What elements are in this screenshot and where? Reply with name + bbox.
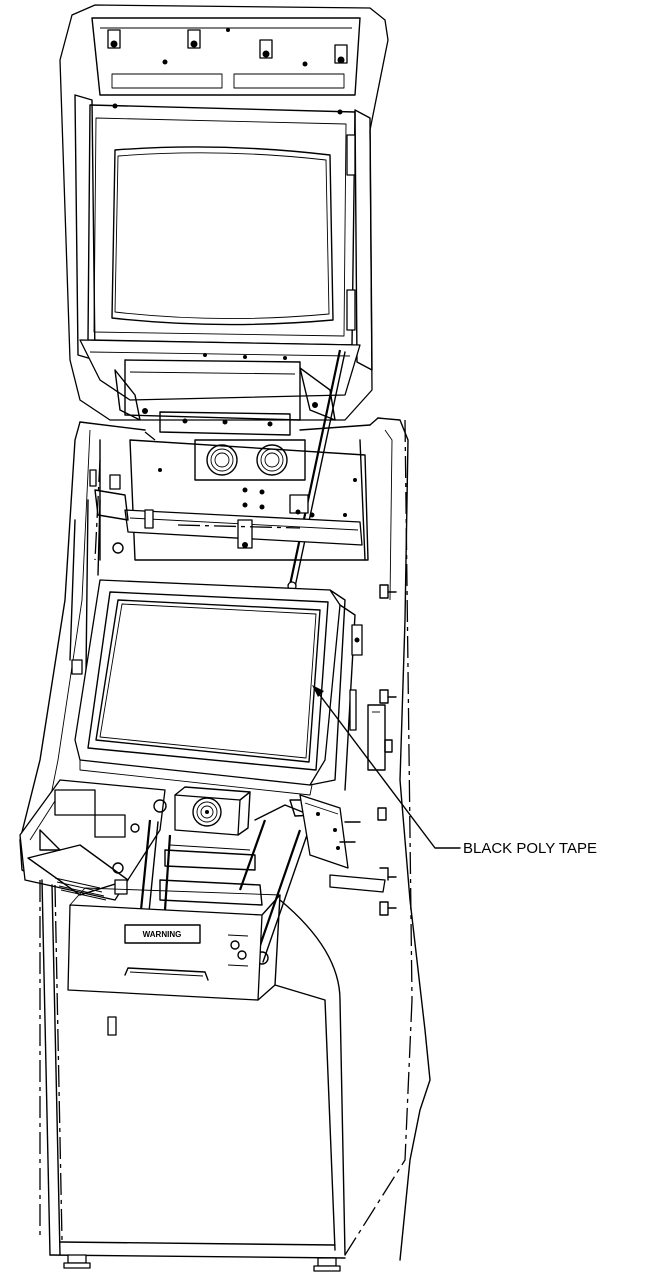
main-monitor-screen xyxy=(95,599,321,763)
cooling-fans xyxy=(194,439,306,481)
center-fan-box xyxy=(174,786,251,836)
leveling-foot-right xyxy=(313,1257,341,1272)
right-bracket xyxy=(299,794,397,893)
hidden-lines xyxy=(39,419,413,1256)
left-side-panel xyxy=(19,421,81,881)
marquee-top-panel xyxy=(91,17,361,96)
upper-monitor-screen xyxy=(111,146,334,326)
cabinet-base xyxy=(41,879,346,1272)
door-handle xyxy=(124,967,209,981)
callout-arrowhead xyxy=(312,685,324,697)
marquee-slot-right xyxy=(233,73,345,89)
front-door-panel xyxy=(67,904,263,1001)
main-monitor-bezel xyxy=(74,579,341,786)
main-monitor xyxy=(74,579,363,796)
lower-deck xyxy=(19,779,397,965)
loose-hardware xyxy=(367,584,397,916)
right-side-panel xyxy=(377,417,431,1261)
upper-monitor-assembly xyxy=(59,4,389,436)
upper-monitor-bracket xyxy=(79,339,361,401)
front-door: WARNING xyxy=(67,887,281,1036)
callout-label: BLACK POLY TAPE xyxy=(463,840,597,857)
callout-black-poly-tape: BLACK POLY TAPE xyxy=(312,685,597,857)
warning-placard-label: WARNING xyxy=(143,930,182,939)
leveling-foot-left xyxy=(63,1254,91,1269)
marquee-slot-left xyxy=(111,73,223,89)
gas-strut xyxy=(287,349,346,591)
callout-leader-line xyxy=(315,689,461,849)
warning-placard xyxy=(124,924,201,944)
